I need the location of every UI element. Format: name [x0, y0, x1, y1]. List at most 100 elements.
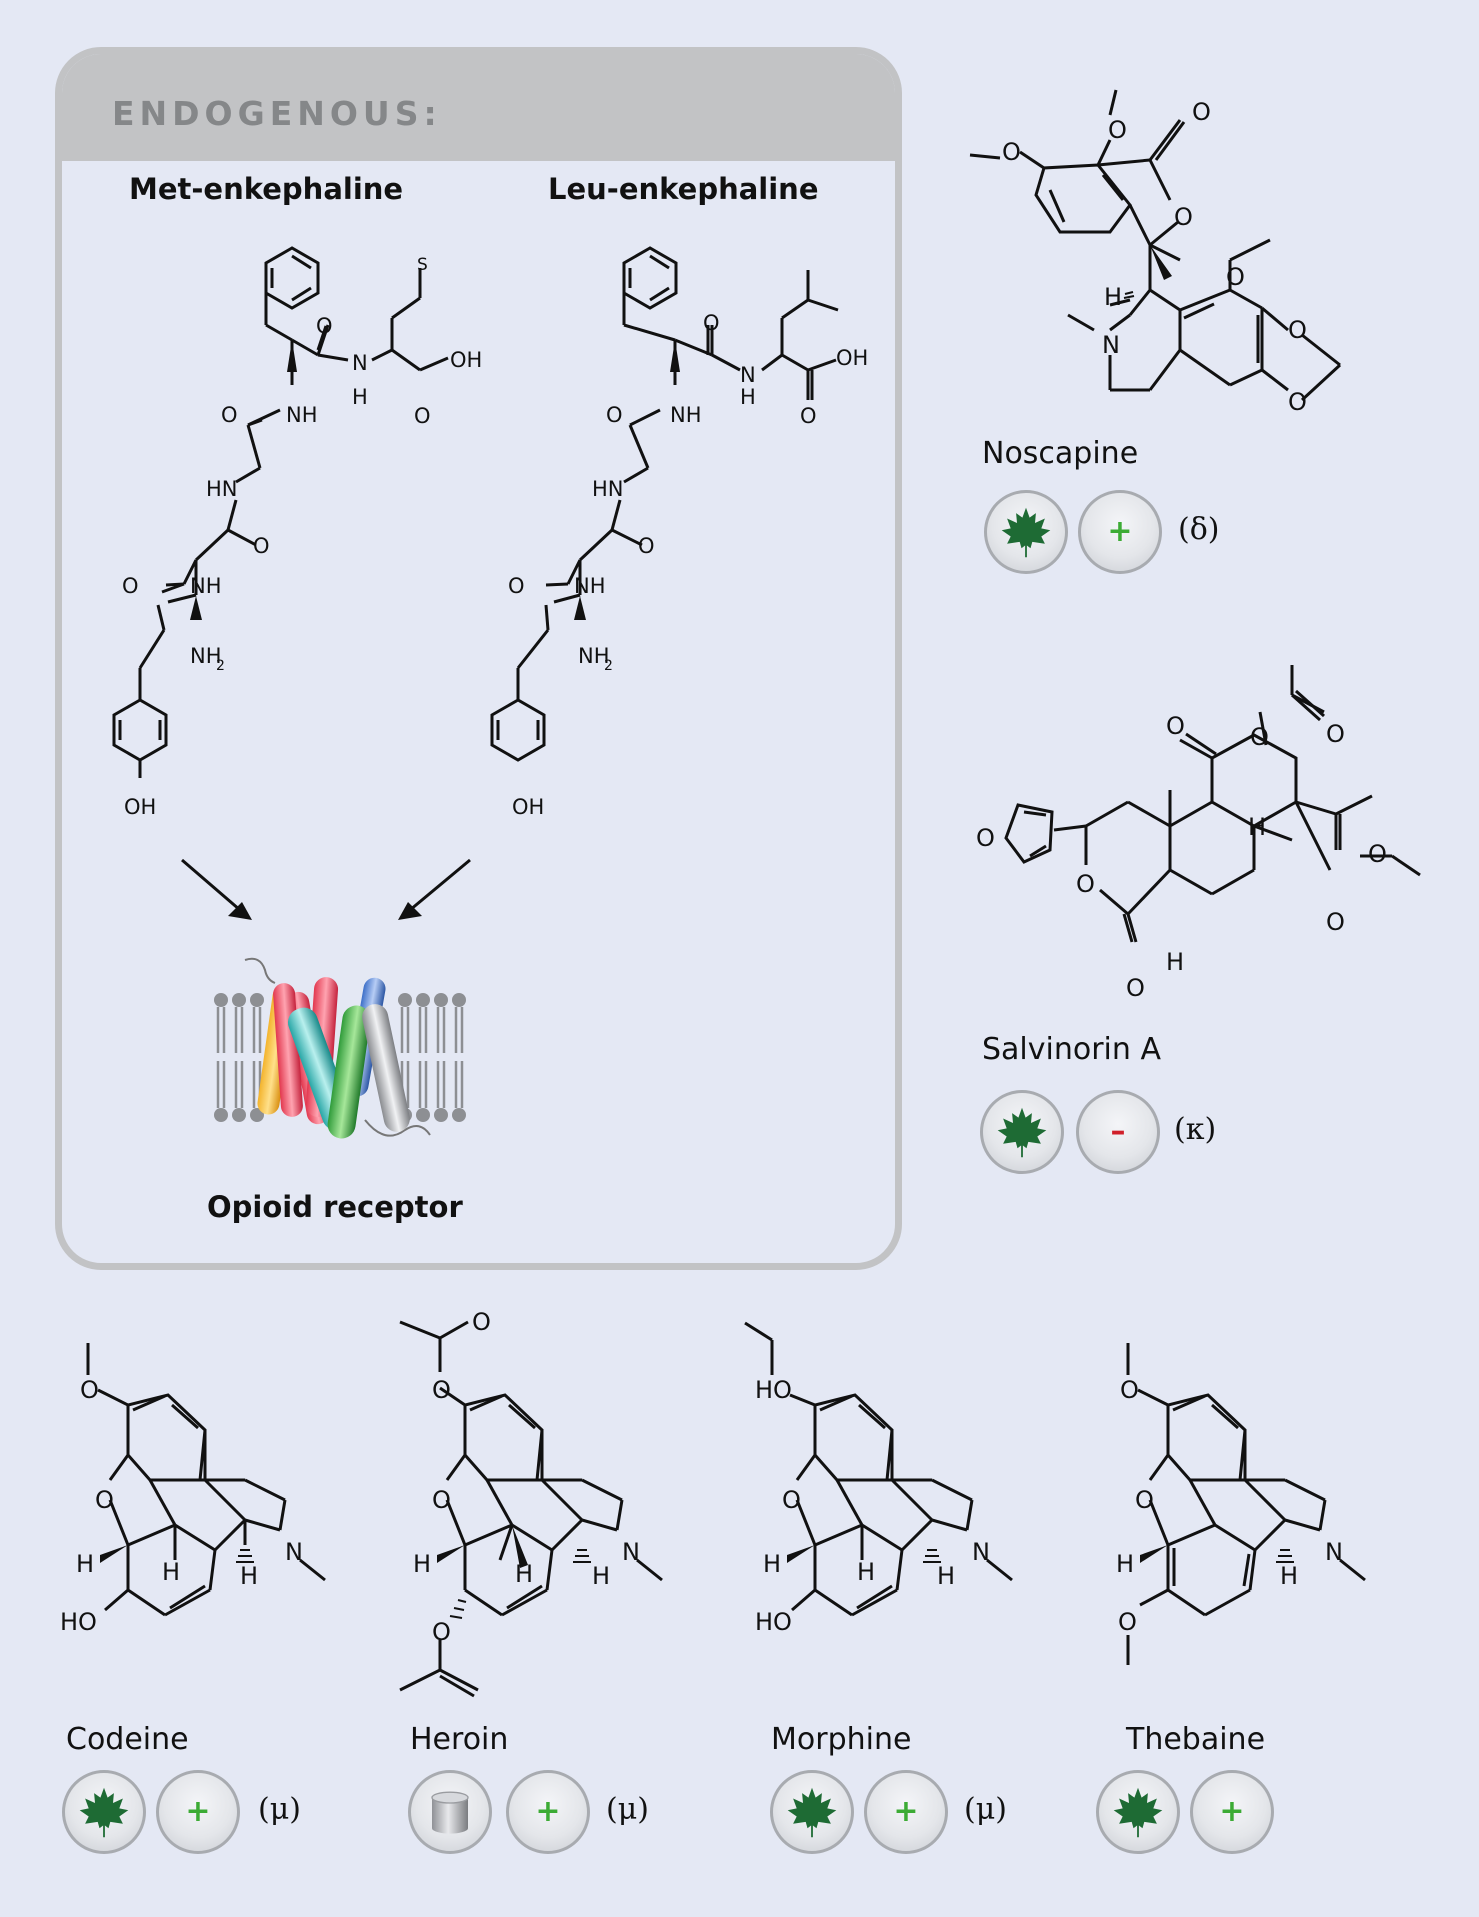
atom-o: O	[1076, 870, 1095, 898]
agonist-sign: +	[1107, 514, 1133, 549]
atom-o: O	[472, 1308, 491, 1336]
noscapine-action-badge: +	[1078, 490, 1162, 574]
atom-n: N	[972, 1538, 990, 1566]
atom-nh: NH	[670, 403, 702, 427]
salvinorin-a-receptor: (κ)	[1174, 1112, 1217, 1147]
agonist-sign: +	[1219, 1794, 1245, 1829]
atom-h: H	[1280, 1562, 1298, 1590]
salvinorin-a-name: Salvinorin A	[982, 1032, 1161, 1067]
atom-o: O	[432, 1618, 451, 1646]
atom-o: O	[703, 311, 720, 335]
noscapine-structure: O O O O O H N O O	[969, 89, 1342, 416]
atom-n: N	[1102, 331, 1120, 359]
arrow-right	[409, 858, 471, 912]
atom-h: H	[1166, 948, 1184, 976]
salvinorin-a-natural-badge	[980, 1090, 1064, 1174]
maple-leaf-icon	[1111, 1785, 1165, 1839]
atom-o: O	[1126, 974, 1145, 1002]
atom-o: O	[1326, 908, 1345, 936]
atom-oh: OH	[512, 795, 544, 819]
atom-h: H	[857, 1558, 875, 1586]
salvinorin-a-structure: O O O O H O O O O H	[976, 665, 1421, 1002]
codeine-name: Codeine	[66, 1722, 189, 1757]
atom-o: O	[1120, 1376, 1139, 1404]
endogenous-header: ENDOGENOUS:	[62, 54, 895, 161]
salvinorin-a-action-badge: –	[1076, 1090, 1160, 1174]
atom-o: O	[1135, 1486, 1154, 1514]
atom-o: O	[1226, 263, 1245, 291]
morphine-structure: HO O H H H N HO	[744, 1321, 1013, 1636]
opioid-receptor-label: Opioid receptor	[207, 1190, 463, 1224]
atom-o: O	[638, 534, 655, 558]
atom-o: O	[1250, 723, 1269, 751]
noscapine-name: Noscapine	[982, 436, 1139, 471]
codeine-action-badge: +	[156, 1770, 240, 1854]
leu-enkephaline-name: Leu-enkephaline	[548, 172, 819, 206]
atom-n: N	[352, 351, 368, 375]
atom-oh: OH	[836, 346, 868, 370]
atom-o: O	[1108, 116, 1127, 144]
maple-leaf-icon	[999, 505, 1053, 559]
atom-o: O	[976, 824, 995, 852]
thebaine-structure: O O H H N O	[1116, 1343, 1366, 1665]
agonist-sign: +	[893, 1794, 919, 1829]
antagonist-sign: –	[1110, 1114, 1126, 1149]
atom-h: H	[763, 1550, 781, 1578]
atom-o: O	[1166, 712, 1185, 740]
atom-h: H	[1104, 283, 1122, 311]
codeine-natural-badge	[62, 1770, 146, 1854]
morphine-natural-badge	[770, 1770, 854, 1854]
atom-o: O	[95, 1486, 114, 1514]
agonist-sign: +	[535, 1794, 561, 1829]
atom-o: O	[508, 574, 525, 598]
atom-o: O	[1288, 316, 1307, 344]
atom-o: O	[1326, 720, 1345, 748]
heroin-receptor: (μ)	[606, 1792, 649, 1827]
maple-leaf-icon	[785, 1785, 839, 1839]
atom-subscript: 2	[604, 658, 613, 674]
endogenous-panel: ENDOGENOUS:	[55, 47, 902, 1270]
atom-o: O	[221, 403, 238, 427]
atom-nh: NH	[190, 574, 222, 598]
atom-o: O	[800, 404, 817, 428]
atom-h: H	[592, 1562, 610, 1590]
atom-h: H	[515, 1560, 533, 1588]
atom-ho: HO	[755, 1608, 792, 1636]
atom-o: O	[1288, 388, 1307, 416]
endogenous-title: ENDOGENOUS:	[112, 94, 442, 133]
atom-h: H	[937, 1562, 955, 1590]
atom-o: O	[80, 1376, 99, 1404]
morphine-action-badge: +	[864, 1770, 948, 1854]
binding-arrows	[181, 858, 471, 920]
met-enkephaline-structure: S O N H OH O NH O HN O NH O NH 2 OH	[112, 246, 482, 819]
noscapine-receptor: (δ)	[1178, 512, 1220, 547]
atom-nh2: NH	[190, 644, 222, 668]
atom-o: O	[606, 403, 623, 427]
heroin-synthetic-badge	[408, 1770, 492, 1854]
atom-h: H	[1248, 813, 1266, 841]
atom-n: N	[740, 363, 756, 387]
atom-o: O	[253, 534, 270, 558]
atom-o: O	[1118, 1608, 1137, 1636]
atom-subscript: 2	[216, 658, 225, 674]
thebaine-name: Thebaine	[1126, 1722, 1266, 1757]
thebaine-action-badge: +	[1190, 1770, 1274, 1854]
atom-o: O	[782, 1486, 801, 1514]
atom-h: H	[162, 1558, 180, 1586]
atom-h: H	[240, 1562, 258, 1590]
atom-h: H	[740, 385, 756, 409]
heroin-name: Heroin	[410, 1722, 509, 1757]
leu-enkephaline-structure: O N H OH O NH O HN O NH O NH 2 OH	[490, 246, 868, 819]
atom-o: O	[1002, 138, 1021, 166]
atom-nh2: NH	[578, 644, 610, 668]
noscapine-natural-badge	[984, 490, 1068, 574]
atom-ho: HO	[60, 1608, 97, 1636]
thebaine-natural-badge	[1096, 1770, 1180, 1854]
atom-s: S	[417, 255, 428, 275]
maple-leaf-icon	[77, 1785, 131, 1839]
atom-o: O	[316, 314, 333, 338]
atom-o: O	[1174, 203, 1193, 231]
opioid-receptor-illustration	[214, 957, 466, 1139]
atom-oh: OH	[450, 348, 482, 372]
atom-ho: HO	[755, 1376, 792, 1404]
